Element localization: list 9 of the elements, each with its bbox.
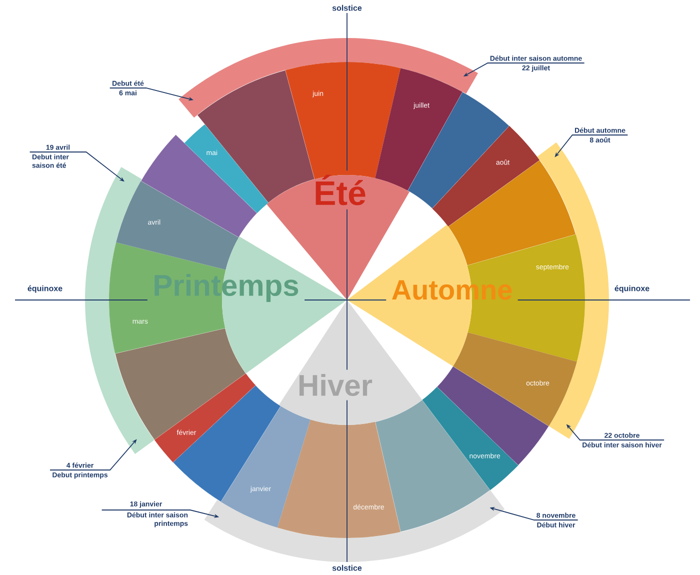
month-sector — [172, 385, 281, 502]
month-sector — [407, 92, 510, 209]
season-band — [178, 38, 478, 118]
axis-label: équinoxe — [28, 285, 62, 293]
month-sector — [140, 134, 258, 238]
month-sector — [436, 366, 550, 466]
month-sector — [448, 160, 576, 266]
month-sector — [114, 328, 246, 440]
axis-label: solstice — [332, 4, 362, 11]
